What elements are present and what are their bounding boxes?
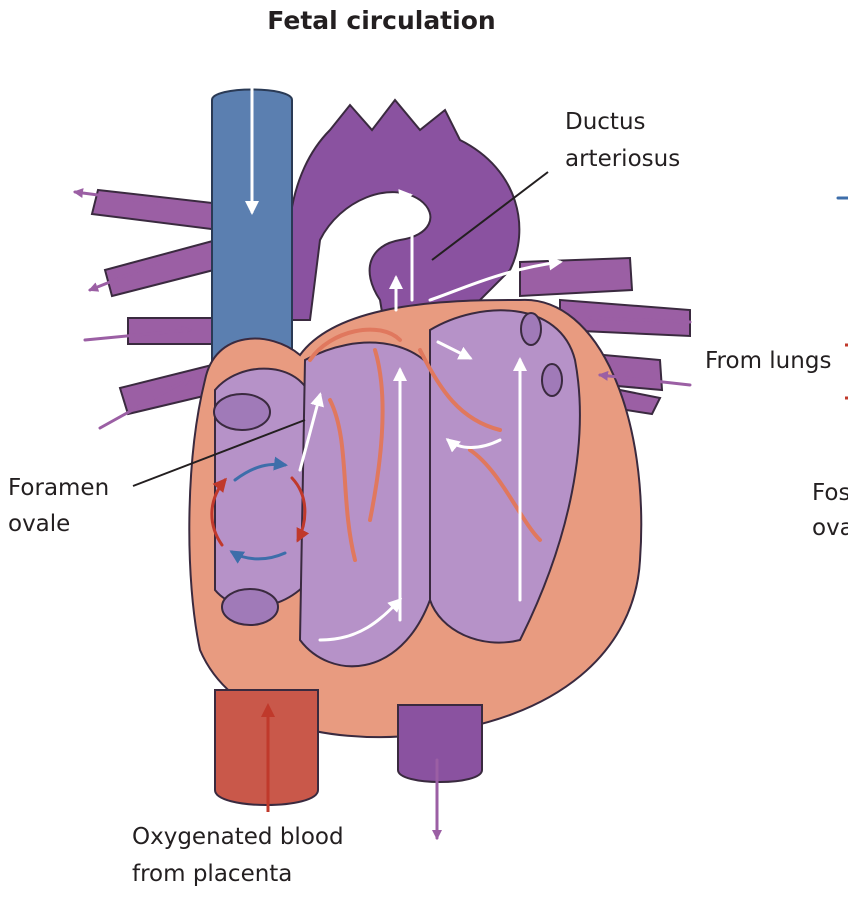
chordae-lines bbox=[308, 327, 542, 562]
label-oxygenated-line2: from placenta bbox=[132, 861, 293, 887]
label-oxygenated-line1: Oxygenated blood bbox=[132, 824, 344, 850]
label-from-lungs: From lungs bbox=[705, 348, 832, 374]
valve-openings bbox=[213, 312, 563, 626]
label-cut-line1: Fos bbox=[812, 480, 848, 506]
label-ductus-line2: arteriosus bbox=[565, 146, 681, 172]
label-leader-lines bbox=[132, 171, 549, 487]
internal-flow-arrows bbox=[245, 70, 563, 642]
pulmonary-arrows bbox=[73, 188, 848, 840]
label-foramen-line1: Foramen bbox=[8, 475, 110, 501]
label-ductus-line1: Ductus bbox=[565, 109, 646, 135]
atrial-circulation-arrows bbox=[210, 456, 310, 564]
descending-aorta bbox=[397, 704, 483, 783]
label-cut-line2: ova bbox=[812, 515, 848, 541]
diagram-title: Fetal circulation bbox=[267, 6, 496, 35]
label-foramen-line2: ovale bbox=[8, 511, 71, 537]
superior-vena-cava bbox=[211, 88, 293, 412]
